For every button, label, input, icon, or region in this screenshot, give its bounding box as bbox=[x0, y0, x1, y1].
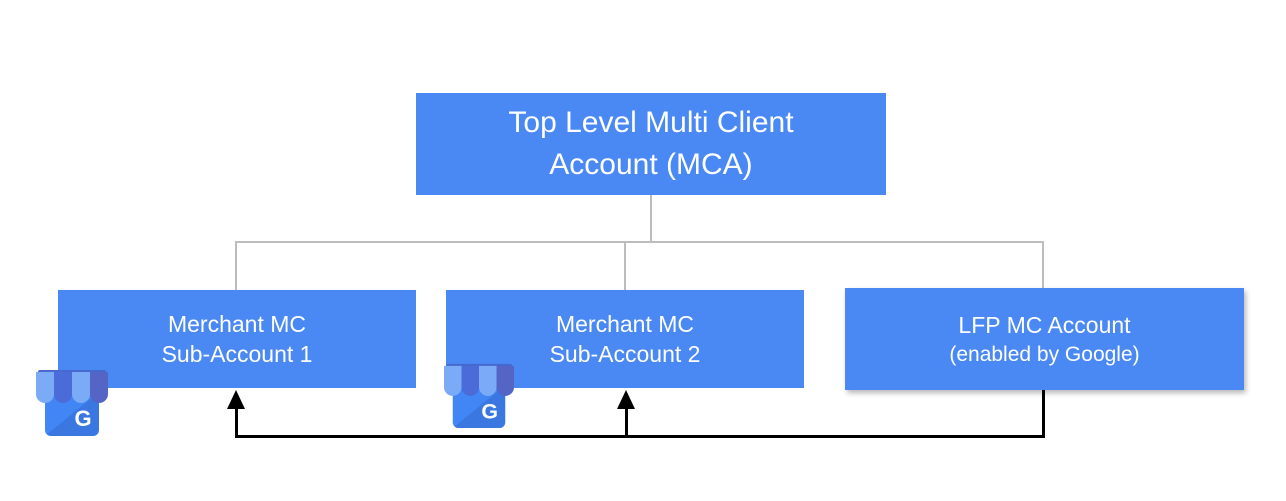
node-label-line: LFP MC Account bbox=[958, 311, 1131, 338]
node-merchant-sub-account-1: Merchant MC Sub-Account 1 bbox=[58, 290, 416, 388]
google-my-business-icon: G bbox=[36, 370, 108, 436]
tree-connector-stem bbox=[650, 195, 652, 242]
g-letter: G bbox=[481, 399, 498, 423]
node-lfp-mc-account: LFP MC Account (enabled by Google) bbox=[845, 288, 1244, 390]
tree-connector-rail bbox=[235, 241, 1044, 243]
node-label-line: Merchant MC bbox=[167, 311, 307, 337]
tree-connector-drop-sub2 bbox=[624, 241, 626, 290]
feed-line-up-to-sub1 bbox=[235, 407, 238, 437]
tree-connector-drop-lfp bbox=[1042, 241, 1044, 288]
node-label-line: (enabled by Google) bbox=[949, 342, 1140, 366]
node-label-line: Top Level Multi Client bbox=[508, 106, 794, 139]
store-awning bbox=[36, 370, 108, 403]
arrow-up-icon bbox=[227, 390, 245, 409]
store-body bbox=[45, 392, 99, 436]
node-label-line: Sub-Account 2 bbox=[549, 341, 701, 367]
node-label-line: Account (MCA) bbox=[549, 148, 753, 181]
node-label-line: Merchant MC bbox=[555, 311, 695, 337]
feed-line-down-from-lfp bbox=[1042, 390, 1045, 437]
arrow-up-icon bbox=[617, 390, 635, 409]
feed-line-bottom-rail bbox=[235, 435, 1045, 438]
google-my-business-icon: G bbox=[444, 363, 514, 429]
feed-line-up-to-sub2 bbox=[625, 407, 628, 437]
store-body bbox=[452, 385, 506, 429]
tree-connector-drop-sub1 bbox=[235, 241, 237, 290]
node-top-level-mca: Top Level Multi Client Account (MCA) bbox=[416, 93, 886, 195]
g-letter: G bbox=[74, 406, 91, 431]
node-label-line: Sub-Account 1 bbox=[161, 341, 313, 367]
store-awning bbox=[444, 363, 514, 396]
